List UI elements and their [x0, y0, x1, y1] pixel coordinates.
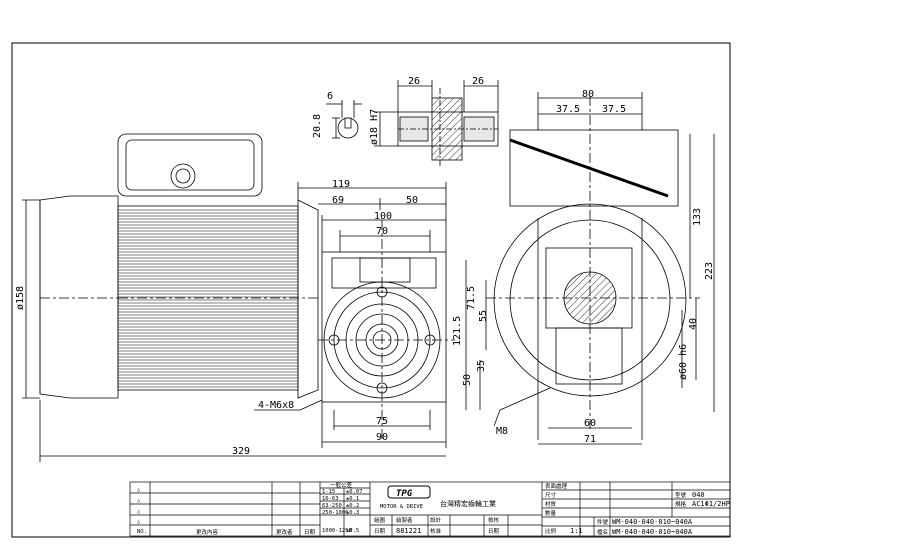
size-label: 尺寸: [545, 491, 557, 499]
file-value: WM-040-040-010~040A: [612, 528, 693, 536]
keyway-depth-label: 20.8: [312, 114, 323, 138]
motor-fins: [118, 209, 298, 388]
rev-mark-3: △: [137, 509, 141, 515]
surface-label: 表面處理: [545, 482, 568, 490]
drawing-border: [11, 42, 731, 538]
dim-119: 119: [332, 179, 350, 190]
tol-val-4: ±0.3: [346, 510, 359, 516]
dim-80: 80: [582, 89, 594, 100]
tol-val-5: ±0.5: [346, 528, 359, 534]
tol-range-2: 16-63: [322, 496, 339, 502]
tol-val-2: ±0.1: [346, 496, 359, 502]
tol-val-3: ±0.2: [346, 503, 359, 509]
date-label-2: 日期: [374, 528, 386, 535]
tol-range-5: 1000-1250: [322, 528, 352, 534]
tolerance-title: 一般公差: [330, 481, 353, 489]
tol-range-3: 63-250: [322, 503, 342, 509]
tol-range-1: 1-15: [322, 489, 335, 495]
shaft-right-label: 26: [472, 76, 484, 87]
spec-value: AC1Φ1/2HP: [692, 500, 730, 508]
shaft-left-label: 26: [408, 76, 420, 87]
material-label: 材質: [545, 500, 557, 508]
keyway-detail: [326, 100, 362, 139]
dim-50: 50: [406, 195, 418, 206]
model-label: 型號: [675, 491, 687, 499]
rev-mark-4: △: [137, 519, 141, 525]
dim-71: 71: [584, 434, 596, 445]
dim-60: 60: [584, 418, 596, 429]
dim-90: 90: [376, 432, 388, 443]
svg-text:TPG: TPG: [396, 489, 413, 499]
rev-content-label: 更改內容: [196, 528, 219, 536]
shaft-sleeve-section: [374, 80, 499, 168]
tol-range-4: 250-1000: [322, 510, 349, 516]
keyway-width-label: 6: [327, 91, 333, 102]
dim-158: ø158: [15, 286, 26, 310]
motor-body: [39, 133, 320, 399]
approve-label: 核准: [430, 527, 442, 535]
date-label-3: 日期: [488, 528, 500, 535]
part-label: 件號: [597, 518, 609, 526]
scale-value: 1:1: [570, 527, 583, 535]
company-name: 台灣精宏齒輪工業: [440, 499, 496, 508]
dim-133: 133: [692, 208, 703, 226]
rev-date-label: 日期: [304, 529, 316, 536]
spec-label: 規格: [675, 500, 687, 508]
dim-55: 55: [478, 310, 489, 322]
drawer-label: 繪製者: [396, 516, 413, 524]
dim-121-5: 121.5: [452, 316, 463, 346]
dim-223: 223: [704, 262, 715, 280]
dim-71-5: 71.5: [466, 286, 477, 310]
dim-70: 70: [376, 226, 388, 237]
bore-dia-label: ø18 H7: [369, 109, 380, 145]
design-label: 設計: [430, 516, 442, 524]
model-value: 040: [692, 491, 705, 499]
rev-mark-1: △: [137, 487, 141, 493]
qty-label: 數量: [545, 509, 557, 517]
scale-label: 比例: [545, 527, 557, 535]
dim-329: 329: [232, 446, 250, 457]
drawing-no: 881221: [396, 527, 421, 535]
dim-40: 40: [688, 318, 699, 330]
bolt-m8: M8: [496, 426, 508, 437]
gearbox-side-view: [465, 92, 715, 445]
rev-person-label: 更改者: [276, 528, 293, 536]
dim-75: 75: [376, 416, 388, 427]
company-logo: TPG MOTOR & DRIVE: [380, 485, 431, 510]
bolt-spec: 4-M6x8: [258, 400, 294, 411]
tol-val-1: ±0.07: [346, 489, 363, 495]
dim-35: 35: [476, 360, 487, 372]
logo-sub: MOTOR & DRIVE: [380, 504, 423, 510]
dim-flange: ø60 h6: [678, 344, 689, 380]
dim-69: 69: [332, 195, 344, 206]
dim-50-vert: 50: [462, 374, 473, 386]
file-label: 檔名: [597, 528, 608, 536]
check-label: 檢核: [488, 516, 500, 524]
part-value: WM-040-040-010~040A: [612, 518, 693, 526]
title-block: [129, 481, 731, 537]
dim-37-5-left: 37.5: [556, 104, 580, 115]
gearbox-front-view: [22, 182, 455, 462]
drawing-label: 繪圖: [374, 516, 386, 524]
rev-mark-2: △: [137, 498, 141, 504]
dim-100: 100: [374, 211, 392, 222]
dim-37-5-right: 37.5: [602, 104, 626, 115]
rev-no-label: NO.: [137, 529, 147, 535]
